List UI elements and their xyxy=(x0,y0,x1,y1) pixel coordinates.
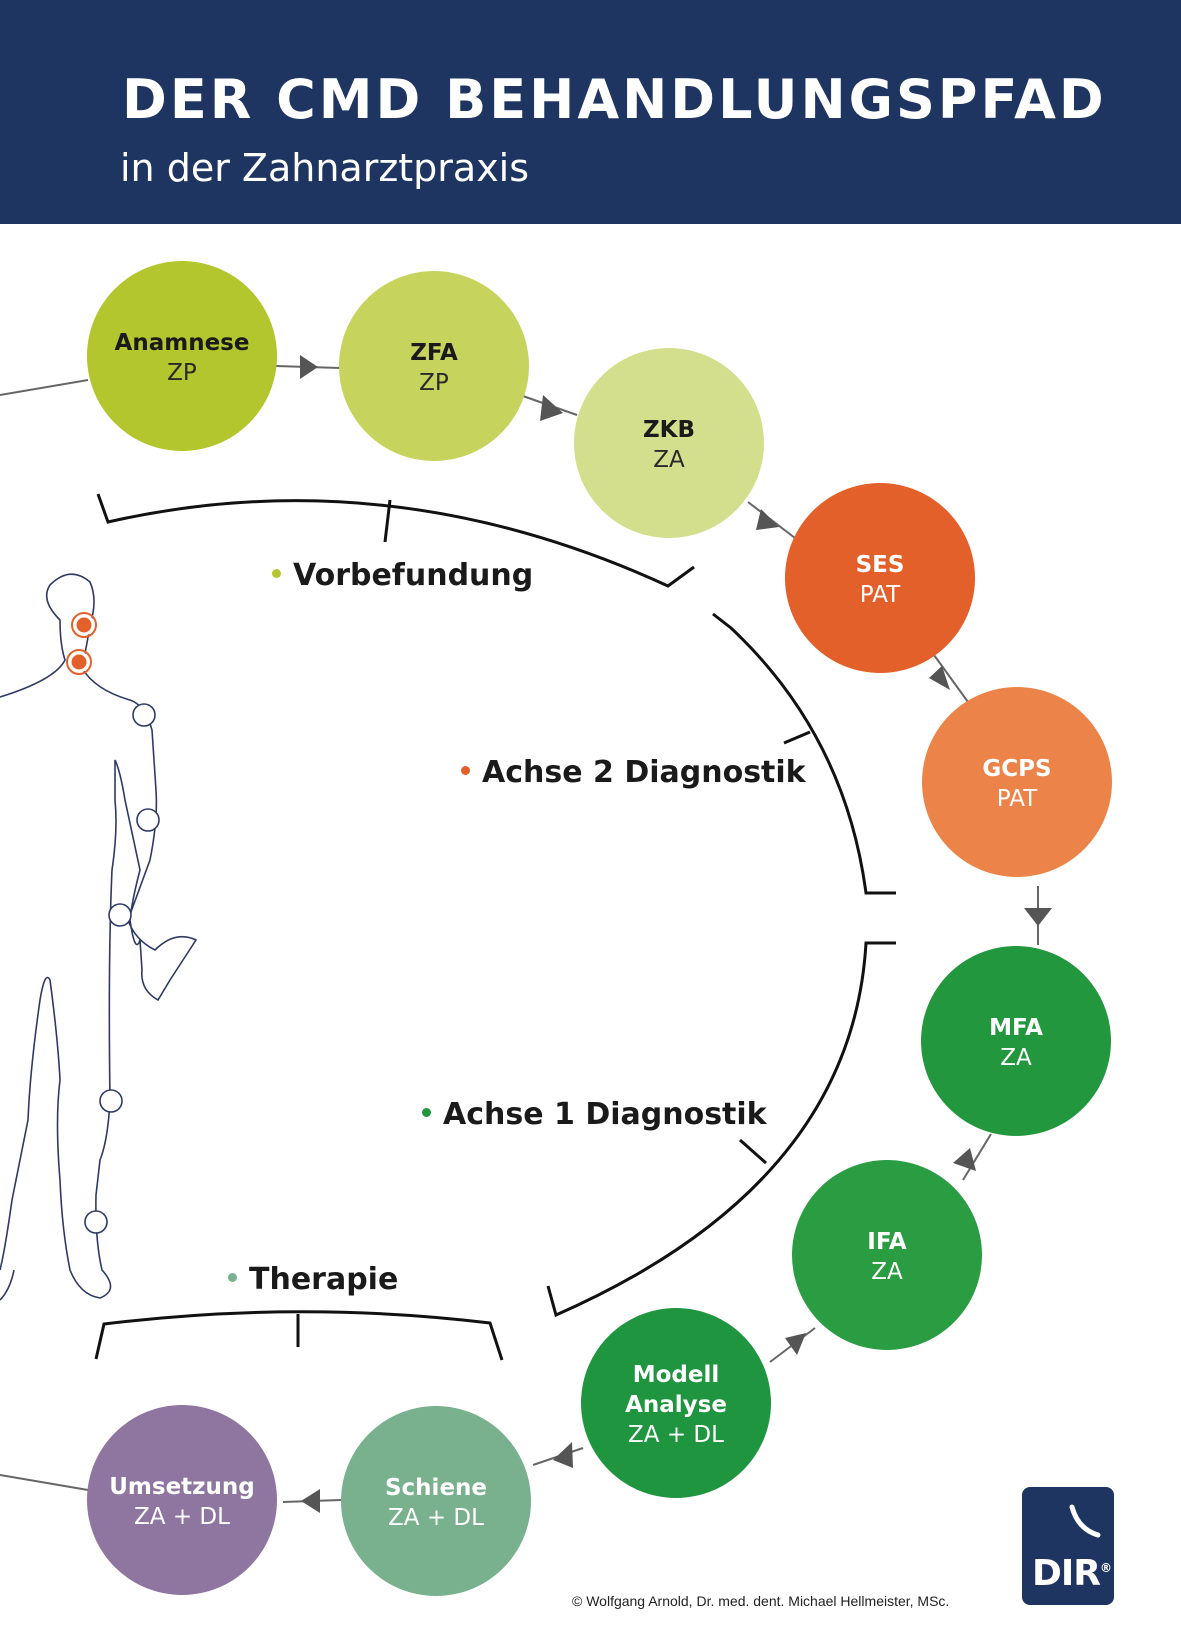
page-title: DER CMD BEHANDLUNGSPFAD xyxy=(122,68,1107,131)
shoulder-joint xyxy=(132,703,156,727)
step-role: PAT xyxy=(997,786,1038,812)
step-role: ZP xyxy=(419,370,449,396)
step-role: ZA + DL xyxy=(628,1422,724,1448)
jaw-joint-ring xyxy=(71,612,97,638)
bracket-achse2 xyxy=(712,612,896,895)
step-role: ZA xyxy=(1000,1045,1032,1071)
phase-dot xyxy=(228,1273,237,1282)
step-circle xyxy=(341,1406,531,1596)
bracket-achse2-tick xyxy=(783,730,811,745)
step-name: MFA xyxy=(989,1015,1043,1041)
figure-joints xyxy=(66,612,160,1234)
step-name: Anamnese xyxy=(115,330,250,356)
step-schiene: Schiene ZA + DL xyxy=(341,1406,531,1596)
page-subtitle: in der Zahnarztpraxis xyxy=(120,146,530,190)
knee-joint xyxy=(99,1089,123,1113)
step-circle xyxy=(87,1405,277,1595)
step-zfa: ZFA ZP xyxy=(339,271,529,461)
header-banner: DER CMD BEHANDLUNGSPFAD in der Zahnarztp… xyxy=(0,0,1181,224)
step-name: Schiene xyxy=(385,1475,487,1501)
figure-body-outline xyxy=(0,573,198,1299)
arrow-icon-8 xyxy=(553,1442,573,1468)
step-name: Analyse xyxy=(625,1392,727,1418)
copyright-note: © Wolfgang Arnold, Dr. med. dent. Michae… xyxy=(572,1593,950,1609)
step-ifa: IFA ZA xyxy=(792,1160,982,1350)
jaw-joint-dot xyxy=(73,614,95,636)
bracket-achse1 xyxy=(546,941,896,1318)
step-circle xyxy=(922,687,1112,877)
phase-label-achse2: Achse 2 Diagnostik xyxy=(461,755,806,790)
connector-6 xyxy=(962,1133,992,1181)
logo-text: DIR® xyxy=(1032,1553,1112,1594)
phase-label-vorbefundung: Vorbefundung xyxy=(272,558,533,593)
dir-logo: DIR® xyxy=(1022,1487,1114,1605)
step-umsetzung: Umsetzung ZA + DL xyxy=(87,1405,277,1595)
phase-dot xyxy=(422,1108,431,1117)
neck-joint-ring xyxy=(66,649,92,675)
step-role: ZA xyxy=(653,447,685,473)
step-zkb: ZKB ZA xyxy=(574,348,764,538)
bracket-achse1-tick xyxy=(739,1138,767,1165)
phase-label-achse1: Achse 1 Diagnostik xyxy=(422,1097,767,1132)
phase-dot xyxy=(461,766,470,775)
step-name: ZFA xyxy=(410,340,458,366)
bracket-therapie xyxy=(94,1310,504,1361)
logo-mark-icon xyxy=(1069,1504,1101,1538)
hip-joint xyxy=(108,903,132,927)
phase-dot xyxy=(272,569,281,578)
arrow-icon-7 xyxy=(785,1333,806,1355)
step-role: ZA + DL xyxy=(388,1505,484,1531)
step-circle xyxy=(339,271,529,461)
step-circle xyxy=(785,483,975,673)
arrow-icon-5 xyxy=(1024,908,1052,926)
phase-label-therapie: Therapie xyxy=(228,1262,398,1297)
human-figure xyxy=(0,573,198,1301)
arrow-icon-1 xyxy=(300,355,318,379)
bracket-vorbefundung-tick xyxy=(383,499,392,543)
arrow-icon-6 xyxy=(953,1148,976,1171)
step-role: ZA + DL xyxy=(134,1504,230,1530)
arrow-icon-9 xyxy=(301,1489,320,1513)
outer-arc-bottom xyxy=(0,1474,89,1491)
step-role: ZP xyxy=(167,360,197,386)
step-circle xyxy=(574,348,764,538)
phase-brackets xyxy=(94,493,896,1361)
ankle-joint xyxy=(84,1210,108,1234)
step-circle xyxy=(792,1160,982,1350)
step-ses: SES PAT xyxy=(785,483,975,673)
outer-arc-top xyxy=(0,379,89,396)
step-name: Umsetzung xyxy=(109,1474,255,1500)
arrow-icon-4 xyxy=(929,666,950,690)
step-role: PAT xyxy=(860,582,901,608)
step-name: SES xyxy=(856,552,905,578)
step-role: ZA xyxy=(871,1259,903,1285)
arrowheads xyxy=(300,355,1052,1513)
step-name: ZKB xyxy=(643,417,695,443)
step-circles: AnamneseZPZFAZPZKBZASESPATGCPSPATMFAZAIF… xyxy=(87,261,1112,1596)
elbow-joint xyxy=(136,808,160,832)
figure-foot-outline xyxy=(0,1269,15,1301)
arrow-icon-3 xyxy=(756,509,779,530)
arrow-icon-2 xyxy=(540,395,563,421)
step-mfa: MFA ZA xyxy=(921,946,1111,1136)
step-circle xyxy=(581,1308,771,1498)
step-name: IFA xyxy=(867,1229,907,1255)
step-name: Modell xyxy=(633,1362,720,1388)
step-gcps: GCPS PAT xyxy=(922,687,1112,877)
neck-joint-dot xyxy=(68,651,90,673)
step-name: GCPS xyxy=(982,756,1051,782)
step-circle xyxy=(87,261,277,451)
step-circle xyxy=(921,946,1111,1136)
connector-4 xyxy=(933,654,969,703)
